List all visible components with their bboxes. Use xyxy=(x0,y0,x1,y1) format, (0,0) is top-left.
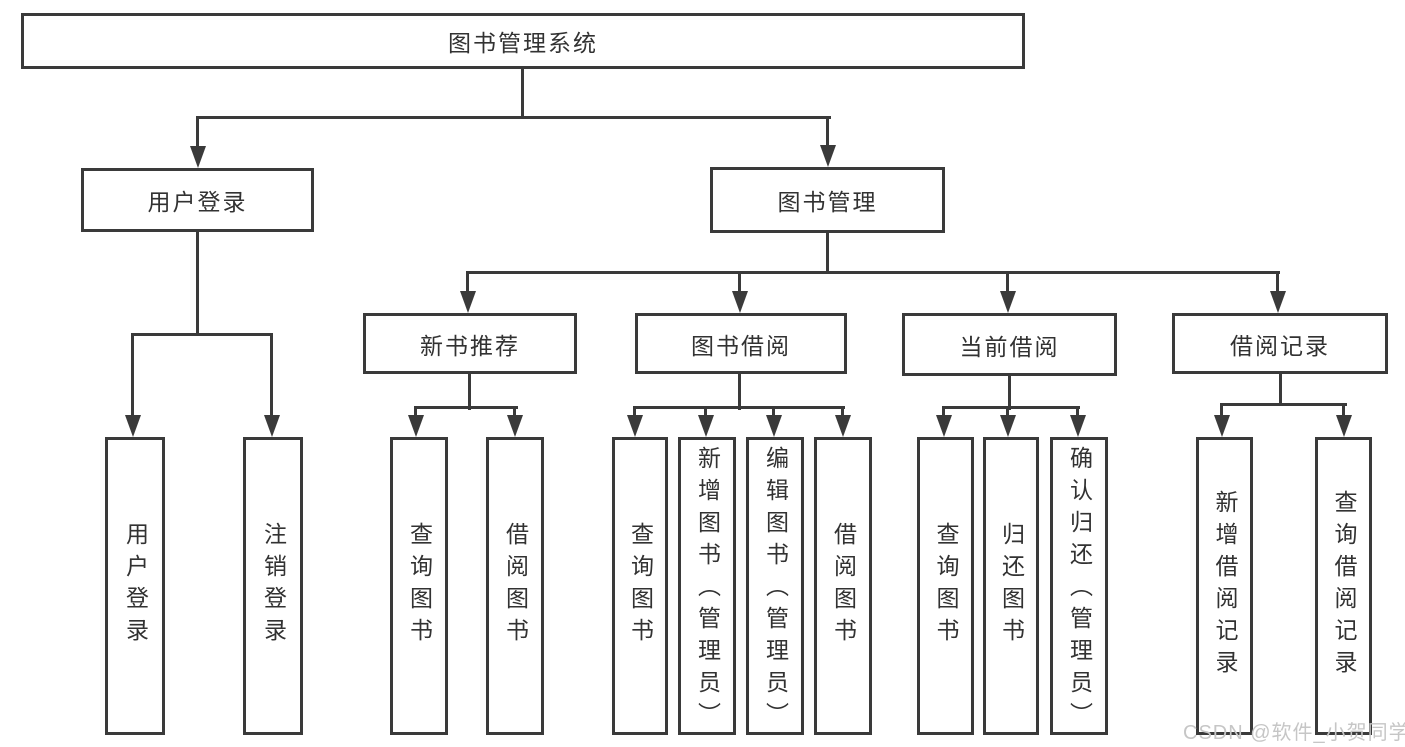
connector-line xyxy=(1342,403,1345,417)
node-book-borrow: 图书借阅 xyxy=(635,313,847,374)
arrow-down-icon xyxy=(1336,415,1352,437)
node-root: 图书管理系统 xyxy=(21,13,1025,69)
csdn-watermark: CSDN @软件_小贺同学 xyxy=(1183,722,1405,744)
arrow-down-icon xyxy=(936,415,952,437)
leaf-records-query: 查询借阅记录 xyxy=(1315,437,1372,735)
connector-line xyxy=(633,406,845,409)
arrow-down-icon xyxy=(1214,415,1230,437)
leaf-borrow-borrow: 借阅图书 xyxy=(814,437,872,735)
connector-line xyxy=(414,406,417,418)
connector-line xyxy=(942,406,1080,409)
connector-line xyxy=(1220,403,1347,406)
connector-line xyxy=(468,374,471,410)
connector-line xyxy=(704,406,707,418)
leaf-current-confirm: 确认归还（管理员） xyxy=(1050,437,1108,735)
connector-line xyxy=(196,116,831,119)
connector-line xyxy=(633,406,636,418)
arrow-down-icon xyxy=(1270,291,1286,313)
arrow-down-icon xyxy=(507,415,523,437)
leaf-newbooks-borrow: 借阅图书 xyxy=(486,437,544,735)
arrow-down-icon xyxy=(460,291,476,313)
leaf-records-query-label: 查询借阅记录 xyxy=(1331,490,1357,682)
connector-line xyxy=(270,333,273,417)
connector-line xyxy=(1076,406,1079,418)
leaf-borrow-edit: 编辑图书（管理员） xyxy=(746,437,804,735)
connector-line xyxy=(738,271,741,293)
connector-line xyxy=(521,69,524,119)
connector-line xyxy=(1276,271,1279,293)
node-book-borrow-label: 图书借阅 xyxy=(691,332,791,359)
connector-line xyxy=(196,232,199,335)
leaf-borrow-query-label: 查询图书 xyxy=(627,522,654,650)
connector-line xyxy=(466,271,1280,274)
leaf-current-return-label: 归还图书 xyxy=(998,522,1025,650)
connector-line xyxy=(826,233,829,274)
connector-line xyxy=(942,406,945,418)
leaf-current-return: 归还图书 xyxy=(983,437,1039,735)
arrow-down-icon xyxy=(820,145,836,167)
leaf-borrow-add: 新增图书（管理员） xyxy=(678,437,736,735)
connector-line xyxy=(1220,403,1223,417)
leaf-borrow-borrow-label: 借阅图书 xyxy=(830,522,857,650)
leaf-logout-label: 注销登录 xyxy=(260,522,287,650)
arrow-down-icon xyxy=(190,146,206,168)
leaf-borrow-add-label: 新增图书（管理员） xyxy=(694,446,721,734)
connector-line xyxy=(1279,374,1282,406)
arrow-down-icon xyxy=(627,415,643,437)
connector-line xyxy=(738,374,741,410)
leaf-logout: 注销登录 xyxy=(243,437,303,735)
leaf-user-login-label: 用户登录 xyxy=(122,522,149,650)
node-root-label: 图书管理系统 xyxy=(448,30,598,56)
connector-line xyxy=(513,406,516,418)
leaf-current-query-label: 查询图书 xyxy=(933,522,959,650)
leaf-newbooks-query: 查询图书 xyxy=(390,437,448,735)
arrow-down-icon xyxy=(1000,415,1016,437)
leaf-newbooks-borrow-label: 借阅图书 xyxy=(502,522,529,650)
leaf-user-login: 用户登录 xyxy=(105,437,165,735)
arrow-down-icon xyxy=(1000,291,1016,313)
arrow-down-icon xyxy=(1070,415,1086,437)
node-current-borrow-label: 当前借阅 xyxy=(959,333,1060,360)
node-current-borrow: 当前借阅 xyxy=(902,313,1117,376)
leaf-borrow-query: 查询图书 xyxy=(612,437,668,735)
leaf-records-add: 新增借阅记录 xyxy=(1196,437,1253,735)
connector-line xyxy=(131,333,273,336)
connector-line xyxy=(131,333,134,417)
connector-line xyxy=(772,406,775,418)
connector-line xyxy=(841,406,844,418)
leaf-borrow-edit-label: 编辑图书（管理员） xyxy=(762,446,789,734)
leaf-records-add-label: 新增借阅记录 xyxy=(1212,490,1238,682)
arrow-down-icon xyxy=(408,415,424,437)
node-new-books: 新书推荐 xyxy=(363,313,577,374)
node-borrow-records: 借阅记录 xyxy=(1172,313,1388,374)
arrow-down-icon xyxy=(125,415,141,437)
node-new-books-label: 新书推荐 xyxy=(420,332,520,359)
connector-line xyxy=(1008,376,1011,410)
connector-line xyxy=(196,116,199,149)
connector-line xyxy=(1006,271,1009,293)
connector-line xyxy=(826,116,829,148)
arrow-down-icon xyxy=(264,415,280,437)
node-book-mgmt-label: 图书管理 xyxy=(777,189,878,215)
leaf-current-confirm-label: 确认归还（管理员） xyxy=(1066,446,1093,734)
arrow-down-icon xyxy=(835,415,851,437)
leaf-current-query: 查询图书 xyxy=(917,437,974,735)
connector-line xyxy=(466,271,469,293)
node-borrow-records-label: 借阅记录 xyxy=(1230,332,1330,359)
arrow-down-icon xyxy=(766,415,782,437)
connector-line xyxy=(1006,406,1009,418)
node-book-mgmt: 图书管理 xyxy=(710,167,945,233)
leaf-newbooks-query-label: 查询图书 xyxy=(406,522,433,650)
arrow-down-icon xyxy=(698,415,714,437)
connector-line xyxy=(414,406,518,409)
node-user-login: 用户登录 xyxy=(81,168,314,232)
node-user-login-label: 用户登录 xyxy=(147,189,248,215)
arrow-down-icon xyxy=(732,291,748,313)
